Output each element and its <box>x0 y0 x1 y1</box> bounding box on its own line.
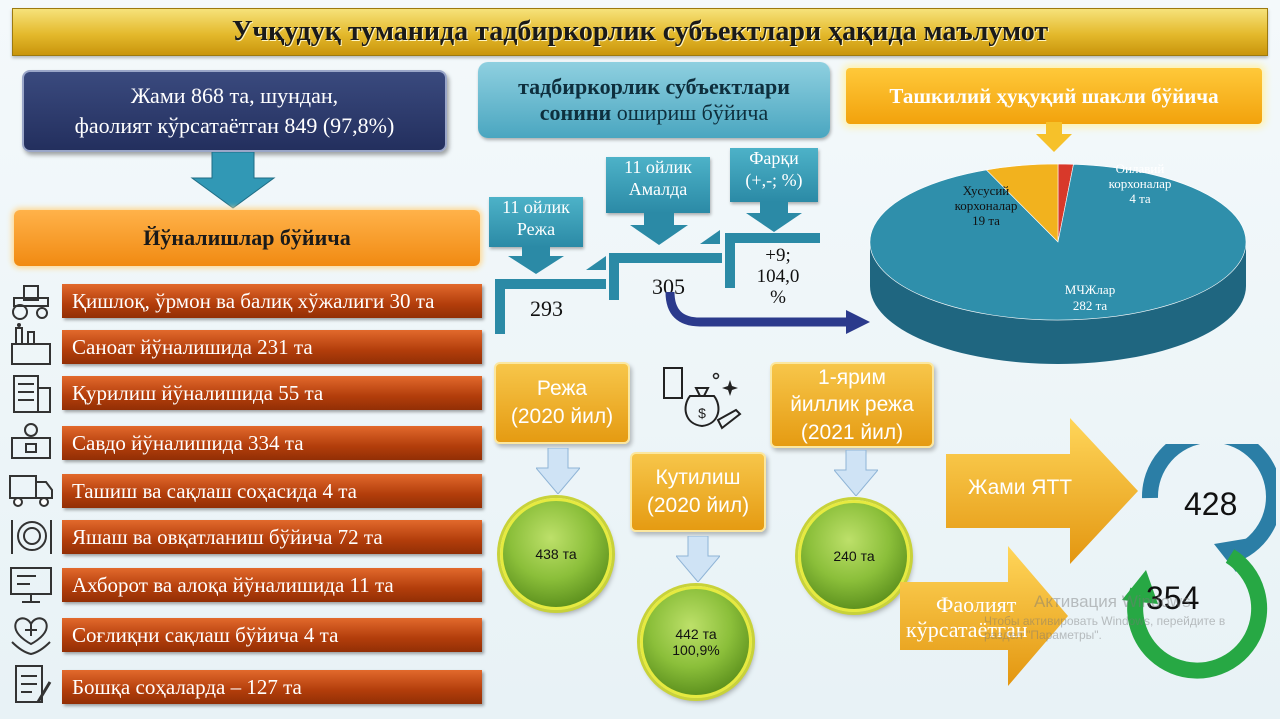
pie-label-private: Хусусий корхоналар 19 та <box>936 183 1036 229</box>
plan-2020-box: Режа (2020 йил) <box>494 362 630 444</box>
half-year-circle: 240 та <box>798 500 910 612</box>
pie-label-llc-2: 282 та <box>1072 297 1108 313</box>
pie-label-private-1: Хусусий <box>962 183 1010 198</box>
growth-line-2-rest: ошириш бўйича <box>611 100 769 125</box>
category-item: Ташиш ва сақлаш соҳасида 4 та <box>62 474 482 508</box>
plan-label-2: Режа <box>516 218 556 239</box>
category-item: Қишлоқ, ўрмон ва балиқ хўжалиги 30 та <box>62 284 482 318</box>
plan-2020-circle: 438 та <box>500 498 612 610</box>
document-icon <box>15 665 52 703</box>
expected-2020-box: Кутилиш (2020 йил) <box>630 452 766 532</box>
plan-2020-value: 438 та <box>535 546 577 562</box>
activation-watermark-line3: раздел "Параметры". <box>984 628 1102 643</box>
monitor-icon <box>10 567 52 603</box>
expected-2020-value-2: 100,9% <box>672 642 720 658</box>
activation-watermark-title: Активация Windows <box>1034 592 1191 611</box>
activation-watermark-text: Чтобы активировать Windows, перейдите в … <box>984 614 1225 643</box>
legal-form-header: Ташкилий ҳуқуқий шакли бўйича <box>846 68 1262 124</box>
tractor-icon <box>12 285 49 320</box>
diff-value-1: +9; <box>765 245 791 266</box>
total-ytt-value: 428 <box>1184 486 1238 522</box>
total-line-1: Жами 868 та, шундан, <box>130 83 339 109</box>
total-line-2: фаолият кўрсатаётган 849 (97,8%) <box>74 113 395 138</box>
category-item: Ахборот ва алоқа йўналишида 11 та <box>62 568 482 602</box>
diff-value-3: % <box>770 286 786 308</box>
dining-icon <box>11 520 52 554</box>
diff-label-2: (+,-; %) <box>745 169 803 190</box>
building-icon <box>13 375 51 413</box>
total-ytt-label: Жами ЯТТ <box>968 476 1073 499</box>
trade-icon <box>11 423 51 459</box>
category-item: Яшаш ва овқатланиш бўйича 72 та <box>62 520 482 554</box>
category-item: Савдо йўналишида 334 та <box>62 426 482 460</box>
expected-2020-label-2: (2020 йил) <box>646 494 750 517</box>
active-ytt-value: 354 <box>1146 580 1200 616</box>
directions-header: Йўналишлар бўйича <box>14 210 480 266</box>
total-summary-box: Жами 868 та, шундан, фаолият кўрсатаётга… <box>22 70 447 152</box>
pie-label-family-3: 4 та <box>1129 190 1151 206</box>
pie-slice-llc <box>869 163 1247 321</box>
diff-label-box: Фарқи (+,-; %) <box>730 148 818 202</box>
pie-label-llc: МЧЖлар 282 та <box>1040 282 1140 313</box>
cycle-rings <box>1122 444 1276 679</box>
half-year-arrow-icon <box>834 450 878 496</box>
pie-label-family-1: Оилавий <box>1115 161 1165 176</box>
money-bag-icon: $ <box>663 367 742 430</box>
step-lines <box>495 230 820 334</box>
actual-label-1: 11 ойлик <box>624 157 692 177</box>
factory-icon <box>11 323 51 365</box>
expected-2020-value-1: 442 та <box>675 626 717 642</box>
actual-arrow-icon <box>630 213 688 245</box>
actual-label-box: 11 ойлик Амалда <box>606 157 710 213</box>
category-item: Бошқа соҳаларда – 127 та <box>62 670 482 704</box>
pie-label-llc-1: МЧЖлар <box>1064 282 1116 297</box>
diff-label-1: Фарқи <box>749 148 799 168</box>
svg-text:$: $ <box>698 405 706 421</box>
plan-2020-arrow-icon <box>536 448 580 494</box>
expected-2020-label-1: Кутилиш <box>655 465 741 489</box>
plan-label-1: 11 ойлик <box>502 197 570 217</box>
active-ytt-label-2: кўрсатаётган <box>906 617 1028 643</box>
page-title: Учқудуқ туманида тадбиркорлик субъектлар… <box>12 8 1268 56</box>
active-ytt-label: Фаолият кўрсатаётган <box>906 592 1028 643</box>
diff-arrow-icon <box>746 202 802 232</box>
plan-value: 293 <box>530 296 563 321</box>
half-year-label-2: йиллик режа <box>790 393 914 417</box>
pie-label-private-2: корхоналар <box>954 197 1018 213</box>
category-item: Қурилиш йўналишида 55 та <box>62 376 482 410</box>
plan-arrow-icon <box>508 246 564 274</box>
diff-value: +9; 104,0 % <box>746 245 810 309</box>
growth-line-2-bold: сонини <box>539 100 612 125</box>
pie-label-family-2: корхоналар <box>1108 175 1172 191</box>
half-year-2021-box: 1-ярим йиллик режа (2021 йил) <box>770 362 934 448</box>
expected-2020-arrow-icon <box>676 536 720 582</box>
activation-watermark-line2: Чтобы активировать Windows, перейдите в <box>984 614 1226 628</box>
category-item: Саноат йўналишида 231 та <box>62 330 482 364</box>
plan-2020-label-1: Режа <box>536 376 588 400</box>
pie-depth <box>870 242 1246 364</box>
growth-line-1: тадбиркорлик субъектлари <box>518 73 790 99</box>
pie-label-family: Оилавий корхоналар 4 та <box>1092 161 1188 207</box>
expected-2020-circle: 442 та 100,9% <box>640 586 752 698</box>
arrow-down-icon <box>190 152 276 209</box>
plan-label-box: 11 ойлик Режа <box>489 197 583 247</box>
active-ytt-label-1: Фаолият <box>936 592 1017 617</box>
diff-value-2: 104,0 <box>756 265 800 287</box>
half-year-label-3: (2021 йил) <box>800 420 904 444</box>
pie-label-private-3: 19 та <box>972 212 1000 228</box>
truck-icon <box>9 475 53 507</box>
category-item: Соғлиқни сақлаш бўйича 4 та <box>62 618 482 652</box>
actual-label-2: Амалда <box>628 178 688 199</box>
total-ytt-arrow <box>946 418 1138 564</box>
half-year-label-1: 1-ярим <box>818 366 886 390</box>
half-year-value: 240 та <box>833 548 875 564</box>
active-ytt-arrow <box>900 546 1068 686</box>
legal-arrow-icon <box>1036 122 1072 152</box>
legal-form-pie-chart <box>869 163 1247 364</box>
plan-2020-label-2: (2020 йил) <box>510 405 614 428</box>
growth-header: тадбиркорлик субъектлари сонини ошириш б… <box>478 62 830 138</box>
health-icon <box>11 617 51 656</box>
curved-arrow-icon <box>665 291 870 334</box>
